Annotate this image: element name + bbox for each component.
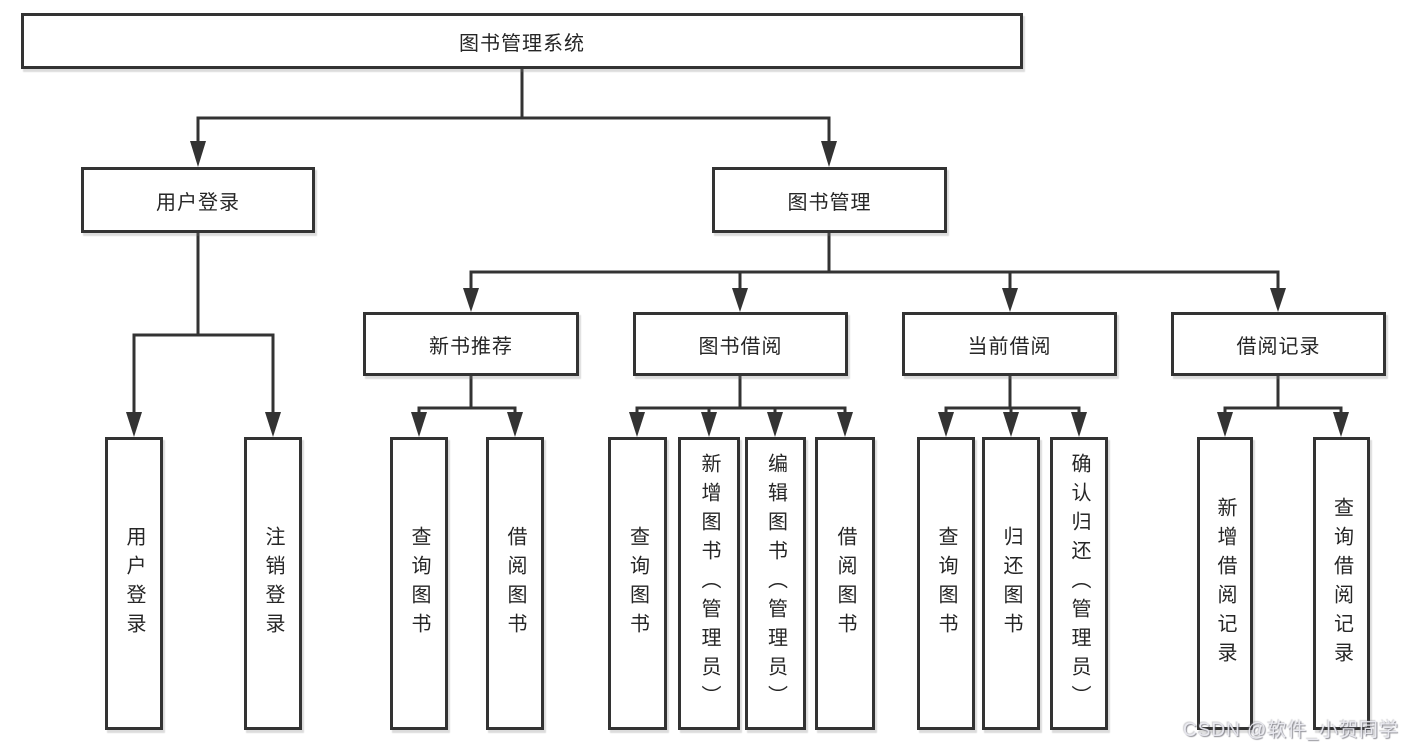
csdn-watermark: CSDN @软件_小贺同学 bbox=[1183, 720, 1399, 741]
node-new-book-recommend-label: 新书推荐 bbox=[429, 335, 513, 358]
node-current-borrow: 当前借阅 bbox=[902, 312, 1117, 376]
leaf-query-borrow-record-label: 查询借阅记录 bbox=[1330, 496, 1353, 671]
leaf-query-books-recommend: 查询图书 bbox=[390, 437, 448, 730]
leaf-confirm-return-admin: 确认归还（管理员） bbox=[1050, 437, 1108, 730]
leaf-query-books-borrow: 查询图书 bbox=[608, 437, 667, 730]
leaf-edit-books-admin-label: 编辑图书（管理员） bbox=[764, 453, 787, 714]
leaf-logout-label: 注销登录 bbox=[262, 525, 284, 642]
node-book-management-label: 图书管理 bbox=[787, 191, 872, 214]
node-book-borrow: 图书借阅 bbox=[633, 312, 848, 376]
leaf-borrow-books: 借阅图书 bbox=[815, 437, 875, 730]
node-user-login: 用户登录 bbox=[81, 167, 315, 233]
node-user-login-label: 用户登录 bbox=[156, 191, 240, 214]
leaf-query-books-current: 查询图书 bbox=[917, 437, 975, 730]
node-borrow-records-label: 借阅记录 bbox=[1236, 335, 1321, 358]
node-library-system-label: 图书管理系统 bbox=[459, 32, 585, 55]
leaf-return-books: 归还图书 bbox=[982, 437, 1040, 730]
leaf-borrow-books-label: 借阅图书 bbox=[834, 525, 856, 642]
leaf-confirm-return-admin-label: 确认归还（管理员） bbox=[1068, 453, 1090, 714]
leaf-query-books-current-label: 查询图书 bbox=[935, 525, 957, 642]
leaf-return-books-label: 归还图书 bbox=[1000, 525, 1022, 642]
node-borrow-records: 借阅记录 bbox=[1171, 312, 1386, 376]
node-new-book-recommend: 新书推荐 bbox=[363, 312, 579, 376]
node-book-borrow-label: 图书借阅 bbox=[698, 335, 783, 358]
leaf-add-books-admin-label: 新增图书（管理员） bbox=[698, 453, 720, 714]
leaf-edit-books-admin: 编辑图书（管理员） bbox=[745, 437, 806, 730]
leaf-borrow-books-recommend-label: 借阅图书 bbox=[504, 525, 526, 642]
leaf-add-borrow-record: 新增借阅记录 bbox=[1197, 437, 1253, 730]
leaf-add-books-admin: 新增图书（管理员） bbox=[678, 437, 740, 730]
node-current-borrow-label: 当前借阅 bbox=[967, 335, 1052, 358]
leaf-user-login: 用户登录 bbox=[105, 437, 163, 730]
leaf-query-borrow-record: 查询借阅记录 bbox=[1313, 437, 1370, 730]
leaf-user-login-label: 用户登录 bbox=[123, 525, 145, 642]
leaf-add-borrow-record-label: 新增借阅记录 bbox=[1214, 496, 1236, 671]
node-library-system: 图书管理系统 bbox=[21, 13, 1023, 69]
node-book-management: 图书管理 bbox=[712, 167, 947, 233]
leaf-logout: 注销登录 bbox=[244, 437, 302, 730]
leaf-borrow-books-recommend: 借阅图书 bbox=[486, 437, 544, 730]
leaf-query-books-borrow-label: 查询图书 bbox=[626, 525, 649, 642]
leaf-query-books-recommend-label: 查询图书 bbox=[408, 525, 430, 642]
